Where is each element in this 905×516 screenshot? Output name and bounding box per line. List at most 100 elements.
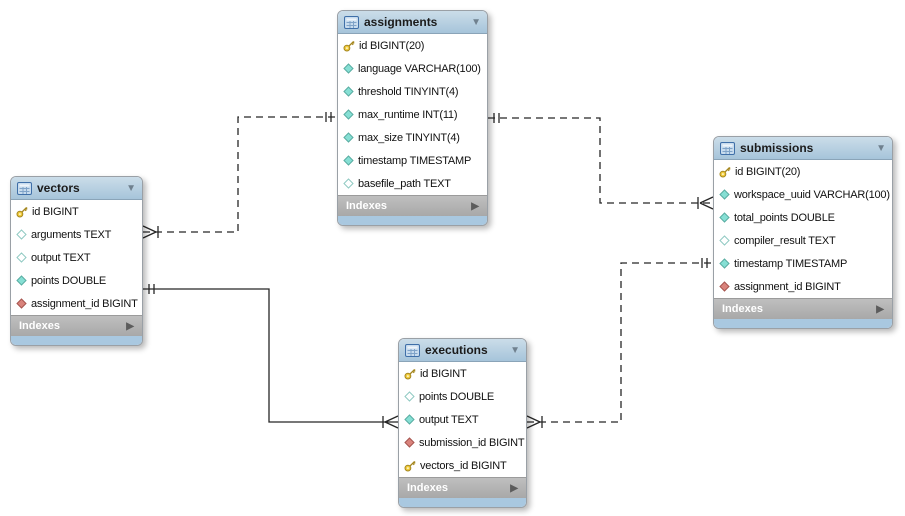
indexes-label: Indexes [346, 200, 387, 212]
indexes-label: Indexes [19, 320, 60, 332]
expand-arrow-icon[interactable]: ▶ [876, 303, 884, 315]
table-row[interactable]: id BIGINT [399, 362, 526, 385]
table-row[interactable]: total_points DOUBLE [714, 206, 892, 229]
table-row[interactable]: output TEXT [11, 246, 142, 269]
table-row[interactable]: vectors_id BIGINT [399, 454, 526, 477]
crow-foot-many-marker [697, 196, 714, 210]
expand-arrow-icon[interactable]: ▶ [510, 482, 518, 494]
table-row[interactable]: id BIGINT [11, 200, 142, 223]
expand-arrow-icon[interactable]: ▶ [126, 320, 134, 332]
table-executions[interactable]: executions ▼ id BIGINT points DOUBLE outpu… [398, 338, 527, 508]
table-icon [344, 15, 359, 29]
relationship-vectors-to-assignments[interactable] [143, 116, 337, 233]
cardinality-one-marker [493, 113, 500, 123]
table-row[interactable]: basefile_path TEXT [338, 172, 487, 195]
column-notnull-icon [719, 189, 730, 200]
table-columns: id BIGINT points DOUBLE output TEXT submiss… [399, 362, 526, 477]
collapse-arrow-icon[interactable]: ▼ [876, 142, 886, 154]
table-row[interactable]: arguments TEXT [11, 223, 142, 246]
table-row[interactable]: output TEXT [399, 408, 526, 431]
table-row[interactable]: max_size TINYINT(4) [338, 126, 487, 149]
crow-foot-many-marker [142, 225, 159, 239]
column-notnull-icon [343, 155, 354, 166]
table-title: assignments [364, 15, 438, 29]
collapse-arrow-icon[interactable]: ▼ [510, 344, 520, 356]
table-row[interactable]: workspace_uuid VARCHAR(100) [714, 183, 892, 206]
column-nullable-icon [16, 252, 27, 263]
table-row[interactable]: threshold TINYINT(4) [338, 80, 487, 103]
column-label: points DOUBLE [31, 274, 107, 287]
relationship-executions-to-vectors[interactable] [143, 288, 398, 423]
column-notnull-icon [343, 63, 354, 74]
column-notnull-icon [343, 132, 354, 143]
table-icon [720, 141, 735, 155]
table-submissions[interactable]: submissions ▼ id BIGINT(20) workspace_uui… [713, 136, 893, 329]
column-label: id BIGINT(20) [735, 165, 801, 178]
primary-key-icon [16, 206, 28, 218]
column-label: assignment_id BIGINT [734, 280, 841, 293]
column-label: id BIGINT [420, 367, 467, 380]
primary-key-icon [404, 460, 416, 472]
table-vectors[interactable]: vectors ▼ id BIGINT arguments TEXT output … [10, 176, 143, 346]
table-row[interactable]: points DOUBLE [399, 385, 526, 408]
column-notnull-icon [343, 109, 354, 120]
column-label: output TEXT [31, 251, 91, 264]
column-label: threshold TINYINT(4) [358, 85, 459, 98]
collapse-arrow-icon[interactable]: ▼ [126, 182, 136, 194]
table-columns: id BIGINT(20) language VARCHAR(100) thresh… [338, 34, 487, 195]
table-row[interactable]: timestamp TIMESTAMP [338, 149, 487, 172]
indexes-row[interactable]: Indexes ▶ [399, 477, 526, 498]
column-label: assignment_id BIGINT [31, 297, 138, 310]
foreign-key-icon [719, 281, 730, 292]
column-label: timestamp TIMESTAMP [734, 257, 848, 270]
table-header[interactable]: assignments ▼ [338, 11, 487, 34]
column-label: id BIGINT [32, 205, 79, 218]
column-label: submission_id BIGINT [419, 436, 525, 449]
table-row[interactable]: assignment_id BIGINT [11, 292, 142, 315]
table-row[interactable]: points DOUBLE [11, 269, 142, 292]
indexes-row[interactable]: Indexes ▶ [338, 195, 487, 216]
table-icon [405, 343, 420, 357]
column-notnull-icon [343, 86, 354, 97]
table-row[interactable]: timestamp TIMESTAMP [714, 252, 892, 275]
table-header[interactable]: vectors ▼ [11, 177, 142, 200]
table-row[interactable]: submission_id BIGINT [399, 431, 526, 454]
collapse-arrow-icon[interactable]: ▼ [471, 16, 481, 28]
column-label: points DOUBLE [419, 390, 495, 403]
cardinality-one-marker [325, 112, 332, 122]
table-header[interactable]: executions ▼ [399, 339, 526, 362]
column-label: language VARCHAR(100) [358, 62, 481, 75]
table-bottom-strip [714, 319, 892, 328]
indexes-label: Indexes [407, 482, 448, 494]
table-header[interactable]: submissions ▼ [714, 137, 892, 160]
indexes-row[interactable]: Indexes ▶ [11, 315, 142, 336]
indexes-label: Indexes [722, 303, 763, 315]
column-label: arguments TEXT [31, 228, 112, 241]
table-row[interactable]: max_runtime INT(11) [338, 103, 487, 126]
column-nullable-icon [16, 229, 27, 240]
table-row[interactable]: compiler_result TEXT [714, 229, 892, 252]
primary-key-icon [719, 166, 731, 178]
foreign-key-icon [404, 437, 415, 448]
indexes-row[interactable]: Indexes ▶ [714, 298, 892, 319]
foreign-key-icon [16, 298, 27, 309]
column-label: vectors_id BIGINT [420, 459, 507, 472]
table-icon [17, 181, 32, 195]
relationship-executions-to-submissions[interactable] [527, 262, 713, 423]
column-nullable-icon [404, 391, 415, 402]
table-row[interactable]: language VARCHAR(100) [338, 57, 487, 80]
column-nullable-icon [343, 178, 354, 189]
column-label: output TEXT [419, 413, 479, 426]
table-assignments[interactable]: assignments ▼ id BIGINT(20) language VARC… [337, 10, 488, 226]
table-row[interactable]: assignment_id BIGINT [714, 275, 892, 298]
expand-arrow-icon[interactable]: ▶ [471, 200, 479, 212]
crow-foot-many-marker [526, 415, 543, 429]
table-row[interactable]: id BIGINT(20) [714, 160, 892, 183]
primary-key-icon [404, 368, 416, 380]
relationship-submissions-to-assignments[interactable] [488, 117, 713, 204]
column-notnull-icon [404, 414, 415, 425]
column-label: total_points DOUBLE [734, 211, 835, 224]
table-row[interactable]: id BIGINT(20) [338, 34, 487, 57]
